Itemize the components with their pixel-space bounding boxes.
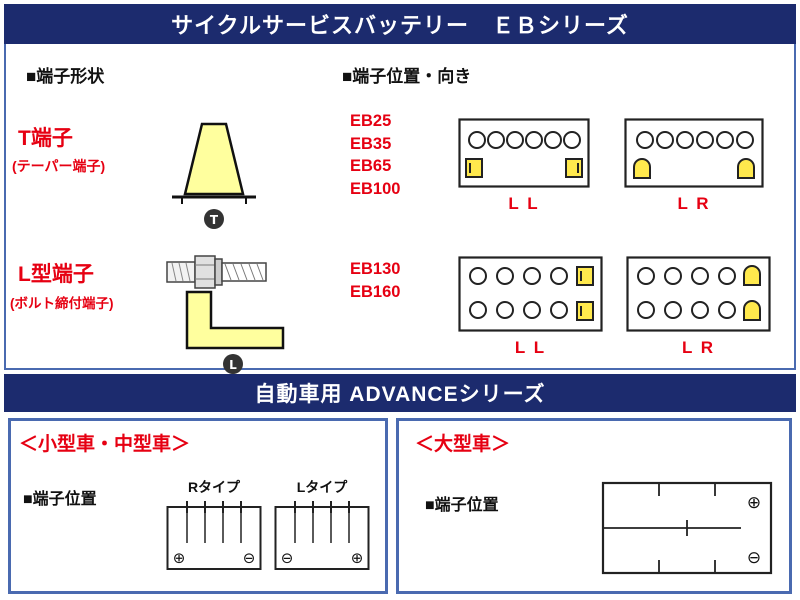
eb-small-lr-label: L R	[677, 194, 711, 213]
large-top-right-polarity: ⊕	[747, 493, 761, 513]
t-terminal-label: T端子	[18, 127, 73, 150]
model-eb35: EB35	[350, 134, 392, 153]
l-type-right-polarity: ⊕	[351, 549, 364, 567]
large-bottom-right-polarity: ⊖	[747, 548, 761, 568]
large-vehicle-panel: ＜大型車＞ ■端子位置 ⊕ ⊖	[396, 418, 792, 594]
model-eb100: EB100	[350, 179, 401, 198]
large-battery-diagram: ⊕ ⊖	[601, 481, 773, 575]
l-terminal-sublabel: (ボルト締付端子)	[10, 296, 114, 311]
small-medium-title: ＜小型車・中型車＞	[19, 434, 191, 455]
terminal-position-heading: ■端子位置・向き	[342, 67, 472, 86]
large-vehicle-title: ＜大型車＞	[415, 434, 511, 455]
l-type-label: Lタイプ	[296, 479, 348, 495]
advance-series-banner: 自動車用 ADVANCEシリーズ	[4, 374, 796, 412]
eb-small-lr-layout-diagram	[624, 118, 764, 188]
large-terminal-heading: ■端子位置	[425, 497, 499, 514]
small-medium-vehicle-panel: ＜小型車・中型車＞ ■端子位置 Rタイプ ⊕ ⊖ Lタイプ	[8, 418, 388, 594]
l-type-left-polarity: ⊖	[281, 549, 294, 567]
eb-large-lr-label: L R	[681, 338, 716, 357]
eb-model-list-2: EB130 EB160	[350, 258, 400, 303]
r-type-left-polarity: ⊕	[173, 549, 186, 567]
r-type-battery-diagram: ⊕ ⊖	[166, 501, 262, 570]
eb-model-list-1: EB25 EB35 EB65 EB100	[350, 110, 400, 200]
model-eb65: EB65	[350, 157, 392, 175]
t-terminal-sublabel: (テーパー端子)	[12, 158, 106, 174]
t-terminal-shape-icon: T	[172, 122, 256, 229]
l-type-battery-diagram: ⊖ ⊕	[274, 501, 370, 570]
eb-series-banner-title: サイクルサービスバッテリー ＥＢシリーズ	[171, 13, 629, 38]
eb-small-ll-label: L L	[508, 194, 540, 213]
eb-series-section: サイクルサービスバッテリー ＥＢシリーズ ■端子形状 T端子 (テーパー端子) …	[4, 4, 796, 374]
l-badge-icon: L	[229, 358, 237, 372]
terminal-shape-heading: ■端子形状	[26, 67, 105, 86]
t-badge-icon: T	[210, 213, 219, 227]
eb-large-lr-layout-diagram	[626, 256, 771, 332]
l-terminal-shape-icon: L	[166, 255, 285, 374]
model-eb130: EB130	[350, 260, 401, 278]
eb-series-banner: サイクルサービスバッテリー ＥＢシリーズ	[4, 4, 796, 44]
l-terminal-label: L型端子	[18, 263, 94, 286]
model-eb25: EB25	[350, 112, 392, 130]
advance-series-banner-title: 自動車用 ADVANCEシリーズ	[254, 383, 546, 406]
eb-large-ll-label: L L	[514, 338, 547, 357]
model-eb160: EB160	[350, 282, 401, 301]
r-type-right-polarity: ⊖	[243, 549, 256, 567]
r-type-label: Rタイプ	[187, 479, 241, 495]
small-medium-terminal-heading: ■端子位置	[23, 491, 97, 508]
eb-large-ll-layout-diagram	[458, 256, 603, 332]
eb-small-ll-layout-diagram	[458, 118, 590, 188]
